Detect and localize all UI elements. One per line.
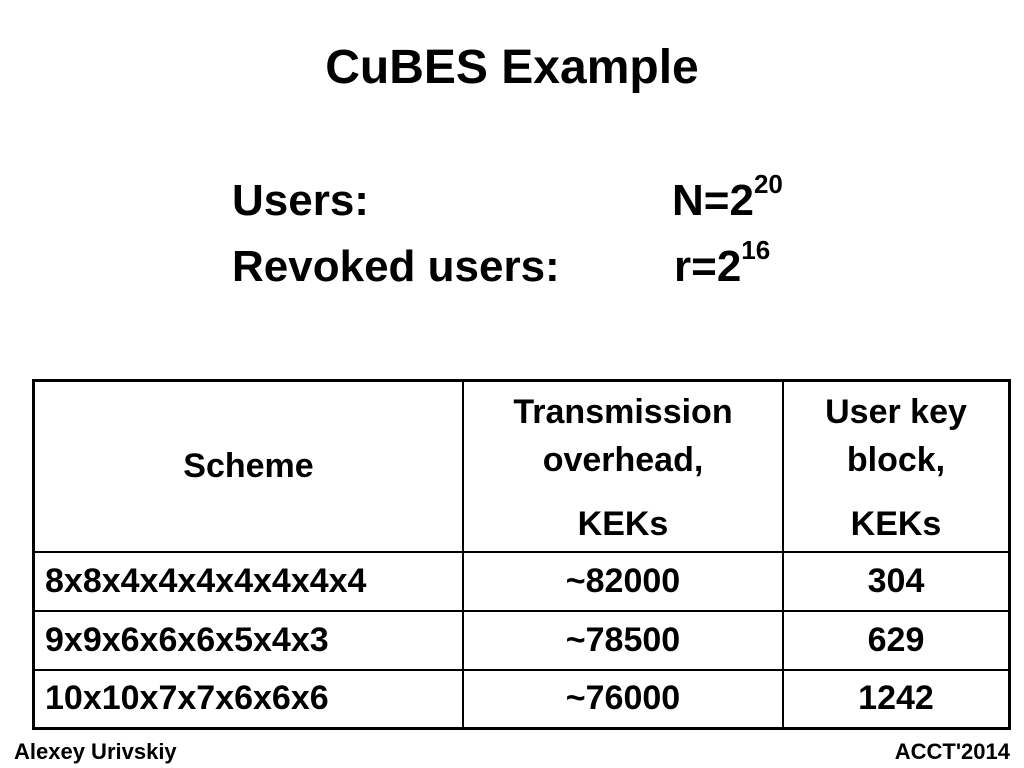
transmission-cell: ~78500 [462, 609, 784, 671]
header-user-key-unit: KEKs [850, 505, 942, 543]
users-value-exponent: 20 [753, 169, 783, 200]
transmission-cell: ~76000 [462, 668, 784, 730]
revoked-users-param: Revoked users: r=216 [232, 237, 770, 292]
header-transmission-overhead: Transmission overhead, KEKs [462, 379, 784, 553]
revoked-value-base: r=2 [674, 242, 742, 291]
user-key-cell: 304 [782, 550, 1011, 612]
scheme-cell: 8x8x4x4x4x4x4x4x4 [32, 550, 464, 612]
user-key-cell: 1242 [782, 668, 1011, 730]
header-user-key-block: User key block, KEKs [782, 379, 1011, 553]
revoked-users-label: Revoked users: [232, 242, 560, 291]
table-row: 10x10x7x7x6x6x6 ~76000 1242 [32, 668, 1011, 730]
header-user-key-label: User key block, [825, 393, 967, 479]
table-row: 9x9x6x6x6x5x4x3 ~78500 629 [32, 609, 1011, 671]
users-label: Users: [232, 176, 369, 225]
footer-conference: ACCT'2014 [894, 739, 1010, 764]
scheme-cell: 9x9x6x6x6x5x4x3 [32, 609, 464, 671]
footer-author: Alexey Urivskiy [14, 739, 177, 764]
header-transmission-label: Transmission overhead, [513, 393, 733, 479]
table-header-row: Scheme Transmission overhead, KEKs User … [32, 379, 1011, 553]
users-param: Users: N=220 [232, 171, 783, 226]
header-scheme: Scheme [32, 379, 464, 553]
revoked-users-value: r=216 [674, 237, 770, 292]
table-row: 8x8x4x4x4x4x4x4x4 ~82000 304 [32, 550, 1011, 612]
users-value: N=220 [672, 171, 783, 226]
transmission-cell: ~82000 [462, 550, 784, 612]
scheme-cell: 10x10x7x7x6x6x6 [32, 668, 464, 730]
users-value-base: N=2 [672, 176, 754, 225]
revoked-value-exponent: 16 [741, 235, 771, 266]
header-transmission-unit: KEKs [577, 505, 669, 543]
user-key-cell: 629 [782, 609, 1011, 671]
schemes-table: Scheme Transmission overhead, KEKs User … [32, 379, 1011, 730]
slide-title: CuBES Example [325, 41, 699, 94]
